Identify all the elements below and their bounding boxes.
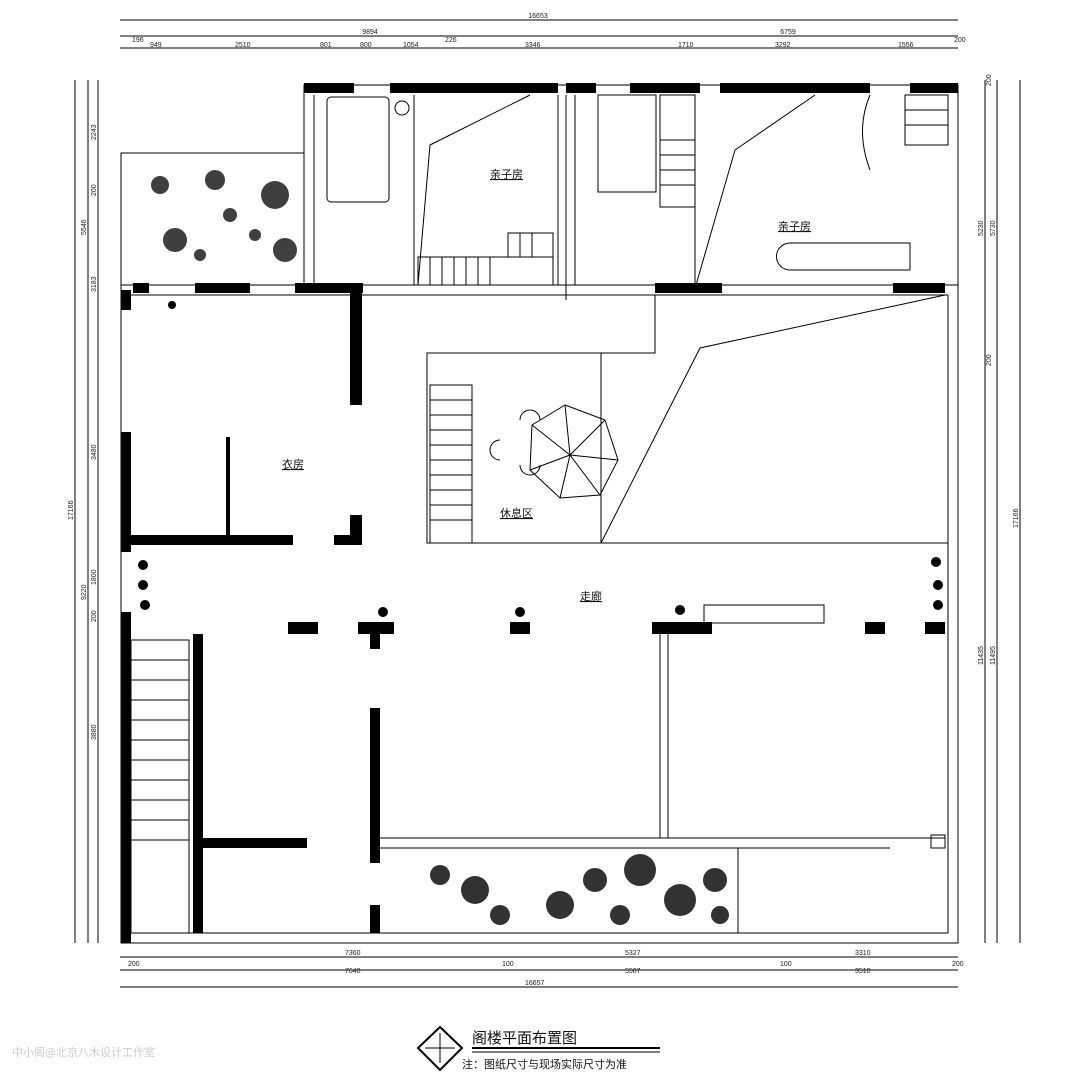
plant-icon (675, 605, 685, 615)
watermark: 中小阁@北京八木设计工作室 (12, 1045, 155, 1059)
dim-right: 200 5230 200 11435 5730 11495 17166 (978, 74, 1020, 665)
dim-label: 3183 (91, 276, 98, 292)
dim-label: 2243 (91, 124, 98, 140)
dim-label: 1800 (91, 569, 98, 585)
plant-icon (933, 600, 943, 610)
dim-top-mid-1: 9894 (362, 29, 378, 36)
dim-label: 5546 (81, 219, 88, 235)
dim-label: 1556 (898, 42, 914, 49)
dim-label: 7360 (345, 950, 361, 957)
dim-label: 801 (320, 42, 332, 49)
bed-icon (597, 94, 657, 193)
dim-label: 5230 (978, 220, 985, 236)
dim-label: 200 (986, 74, 993, 86)
dim-label: 16657 (525, 980, 545, 987)
umbrella-table-icon (529, 404, 619, 499)
dim-label: 100 (502, 961, 514, 968)
dim-label: 200 (952, 961, 964, 968)
room-label-kids-room-2: 亲子房 (778, 219, 811, 233)
bathtub-icon (326, 96, 390, 203)
chair-icon (519, 409, 541, 421)
plant-icon (138, 580, 148, 590)
curved-wall (862, 94, 871, 171)
dim-bottom: 7360 5327 3310 200 100 100 200 7640 5507… (128, 950, 964, 987)
dim-label: 11495 (990, 646, 997, 665)
chair-icon (489, 439, 501, 461)
dim-label: 3480 (91, 444, 98, 460)
dim-label: 3880 (91, 724, 98, 740)
plant-icon (138, 560, 148, 570)
toilet-icon (394, 100, 410, 116)
dim-label: 100 (780, 961, 792, 968)
dim-label: 200 (954, 37, 966, 44)
dim-label: 1054 (403, 42, 419, 49)
title-logo (416, 1025, 464, 1072)
dimension-lines (74, 19, 1021, 988)
dim-label: 3346 (525, 42, 541, 49)
dim-label: 11435 (978, 646, 985, 665)
dim-label: 5327 (625, 950, 641, 957)
dim-label: 5507 (625, 968, 641, 975)
dim-label: 200 (128, 961, 140, 968)
dim-top-mid-2: 6759 (780, 29, 796, 36)
drawing-title: 阁楼平面布置图 (472, 1029, 577, 1047)
plant-icon (933, 580, 943, 590)
dim-label: 3310 (855, 950, 871, 957)
room-label-corridor: 走廊 (580, 589, 602, 603)
dim-label: 200 (91, 184, 98, 196)
dim-left: 17166 5546 9220 2243 200 3183 3480 1800 … (68, 124, 98, 740)
dim-label: 800 (360, 42, 372, 49)
dim-label: 17166 (68, 500, 75, 520)
room-label-closet: 衣房 (282, 457, 304, 471)
dim-label: 200 (986, 354, 993, 366)
dim-label: 226 (445, 37, 457, 44)
dim-label: 17166 (1013, 508, 1020, 528)
dim-label: 3292 (775, 42, 791, 49)
plant-icon (378, 607, 388, 617)
room-label-lounge: 休息区 (500, 506, 533, 520)
dim-label: 9220 (81, 584, 88, 600)
drawing-note: 注：图纸尺寸与现场实际尺寸为准 (462, 1057, 627, 1071)
dim-label: 196 (132, 37, 144, 44)
staircases (130, 94, 949, 934)
dim-label: 1710 (678, 42, 694, 49)
thick-walls (121, 83, 958, 943)
plant-icon (515, 607, 525, 617)
dim-top-detail: 196 949 2510 801 800 1054 226 3346 1710 … (132, 37, 966, 49)
dim-label: 949 (150, 42, 162, 49)
furniture (326, 94, 911, 499)
plant-icon (931, 557, 941, 567)
planter-bottom (430, 854, 729, 925)
dim-label: 200 (91, 610, 98, 622)
dim-top-total: 16653 (528, 13, 548, 20)
bench-icon (776, 242, 911, 271)
chair-icon (519, 464, 541, 476)
plant-icon (168, 301, 176, 309)
dim-label: 5730 (990, 220, 997, 236)
plant-icon (140, 600, 150, 610)
planter-top-left (151, 170, 297, 262)
plants (138, 170, 943, 925)
room-label-kids-room-1: 亲子房 (490, 167, 523, 181)
dim-label: 7640 (345, 968, 361, 975)
thin-walls (120, 84, 959, 944)
dim-label: 3510 (855, 968, 871, 975)
dim-label: 2510 (235, 42, 251, 49)
